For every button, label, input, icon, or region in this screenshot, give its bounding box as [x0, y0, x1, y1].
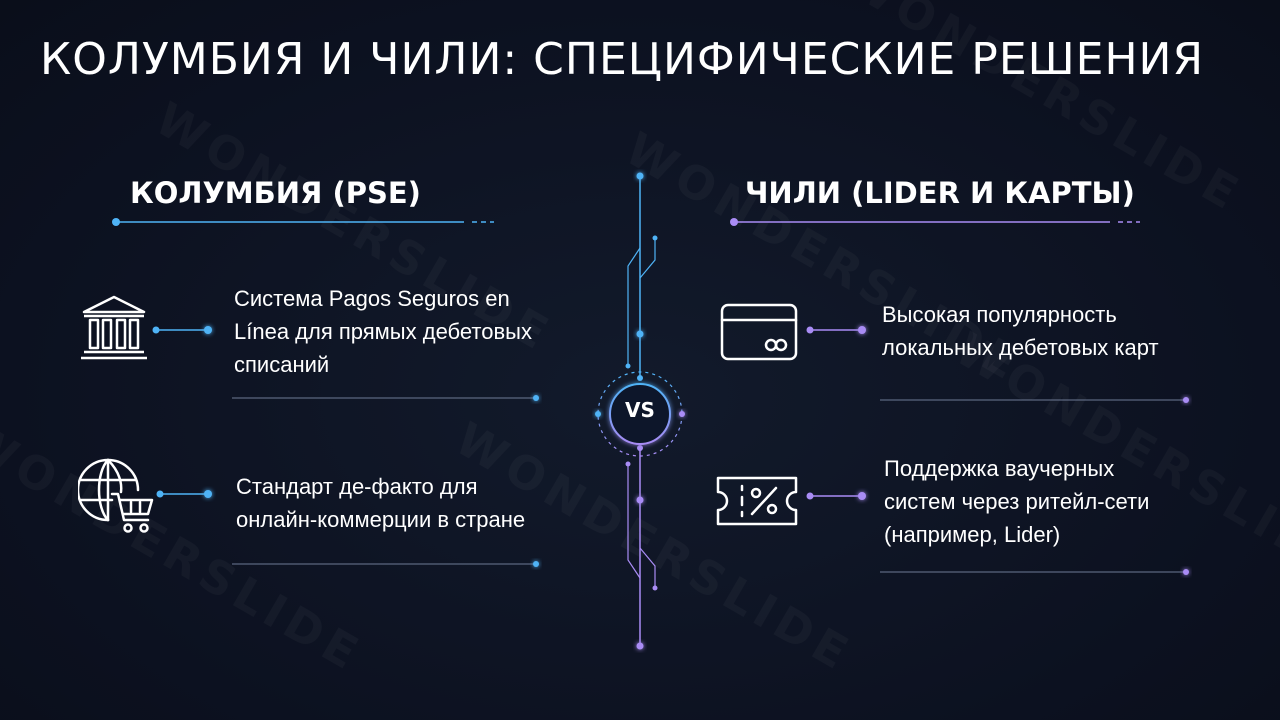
left-item-connector-2: [156, 490, 212, 498]
left-item-1-text: Система Pagos Seguros en Línea для прямы…: [234, 286, 532, 377]
right-separator-1: [880, 397, 1189, 403]
right-separator-2: [880, 569, 1189, 575]
left-item-2-text: Стандарт де-факто для онлайн-коммерции в…: [236, 474, 526, 532]
left-separator-2: [232, 561, 539, 567]
globe-cart-icon: [78, 458, 154, 533]
left-separator-1: [232, 395, 539, 401]
right-item-2-text: Поддержка ваучерных систем через ритейл-…: [884, 456, 1150, 547]
right-item-connector-2: [806, 492, 866, 500]
voucher-percent-icon: [716, 476, 798, 526]
center-circuit: [595, 172, 685, 650]
right-heading: ЧИЛИ (LIDER И КАРТЫ): [745, 176, 1135, 210]
right-heading-underline: [730, 218, 1140, 226]
right-item-1-text: Высокая популярность локальных дебетовых…: [882, 302, 1159, 360]
credit-card-icon: [720, 303, 798, 361]
vs-label: VS: [625, 398, 655, 422]
left-heading-underline: [112, 218, 494, 226]
left-item-connector-1: [152, 326, 212, 334]
page-title: КОЛУМБИЯ И ЧИЛИ: СПЕЦИФИЧЕСКИЕ РЕШЕНИЯ: [40, 34, 1205, 85]
left-heading: КОЛУМБИЯ (PSE): [130, 176, 421, 210]
right-item-connector-1: [806, 326, 866, 334]
bank-icon: [81, 295, 147, 360]
